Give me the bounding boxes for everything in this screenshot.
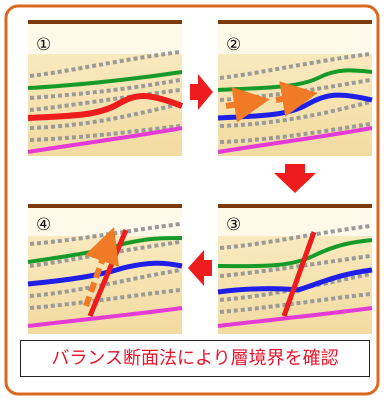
panel-label: ④ (36, 215, 51, 235)
red-layer (27, 93, 184, 121)
caption-text: バランス断面法により層境界を確認 (51, 348, 339, 369)
orange-arrow (275, 81, 318, 117)
magenta-layer (217, 306, 373, 328)
panel-1: ① (27, 20, 184, 156)
magenta-layer (27, 306, 183, 328)
magenta-layer (27, 126, 183, 154)
panel-4: ④ (27, 204, 183, 334)
magenta-layer (217, 126, 373, 154)
panel-3: ③ (217, 204, 373, 334)
panel-label: ③ (226, 215, 241, 235)
blue-layer (217, 267, 373, 295)
green-layer (217, 238, 373, 269)
blue-layer (27, 260, 183, 287)
dashed-orange-arrow (83, 227, 119, 308)
green-layer (27, 70, 183, 90)
caption-box: バランス断面法により層境界を確認 (20, 340, 370, 377)
left-arrow (188, 250, 212, 286)
orange-arrow (225, 86, 270, 123)
right-arrow (190, 74, 213, 110)
fault-line (281, 231, 317, 317)
down-arrow (274, 164, 316, 193)
panel-2: ② (217, 20, 373, 156)
panel-label: ① (36, 35, 51, 55)
green-layer (27, 236, 183, 264)
fault-line (87, 229, 129, 317)
panel-label: ② (226, 35, 241, 55)
